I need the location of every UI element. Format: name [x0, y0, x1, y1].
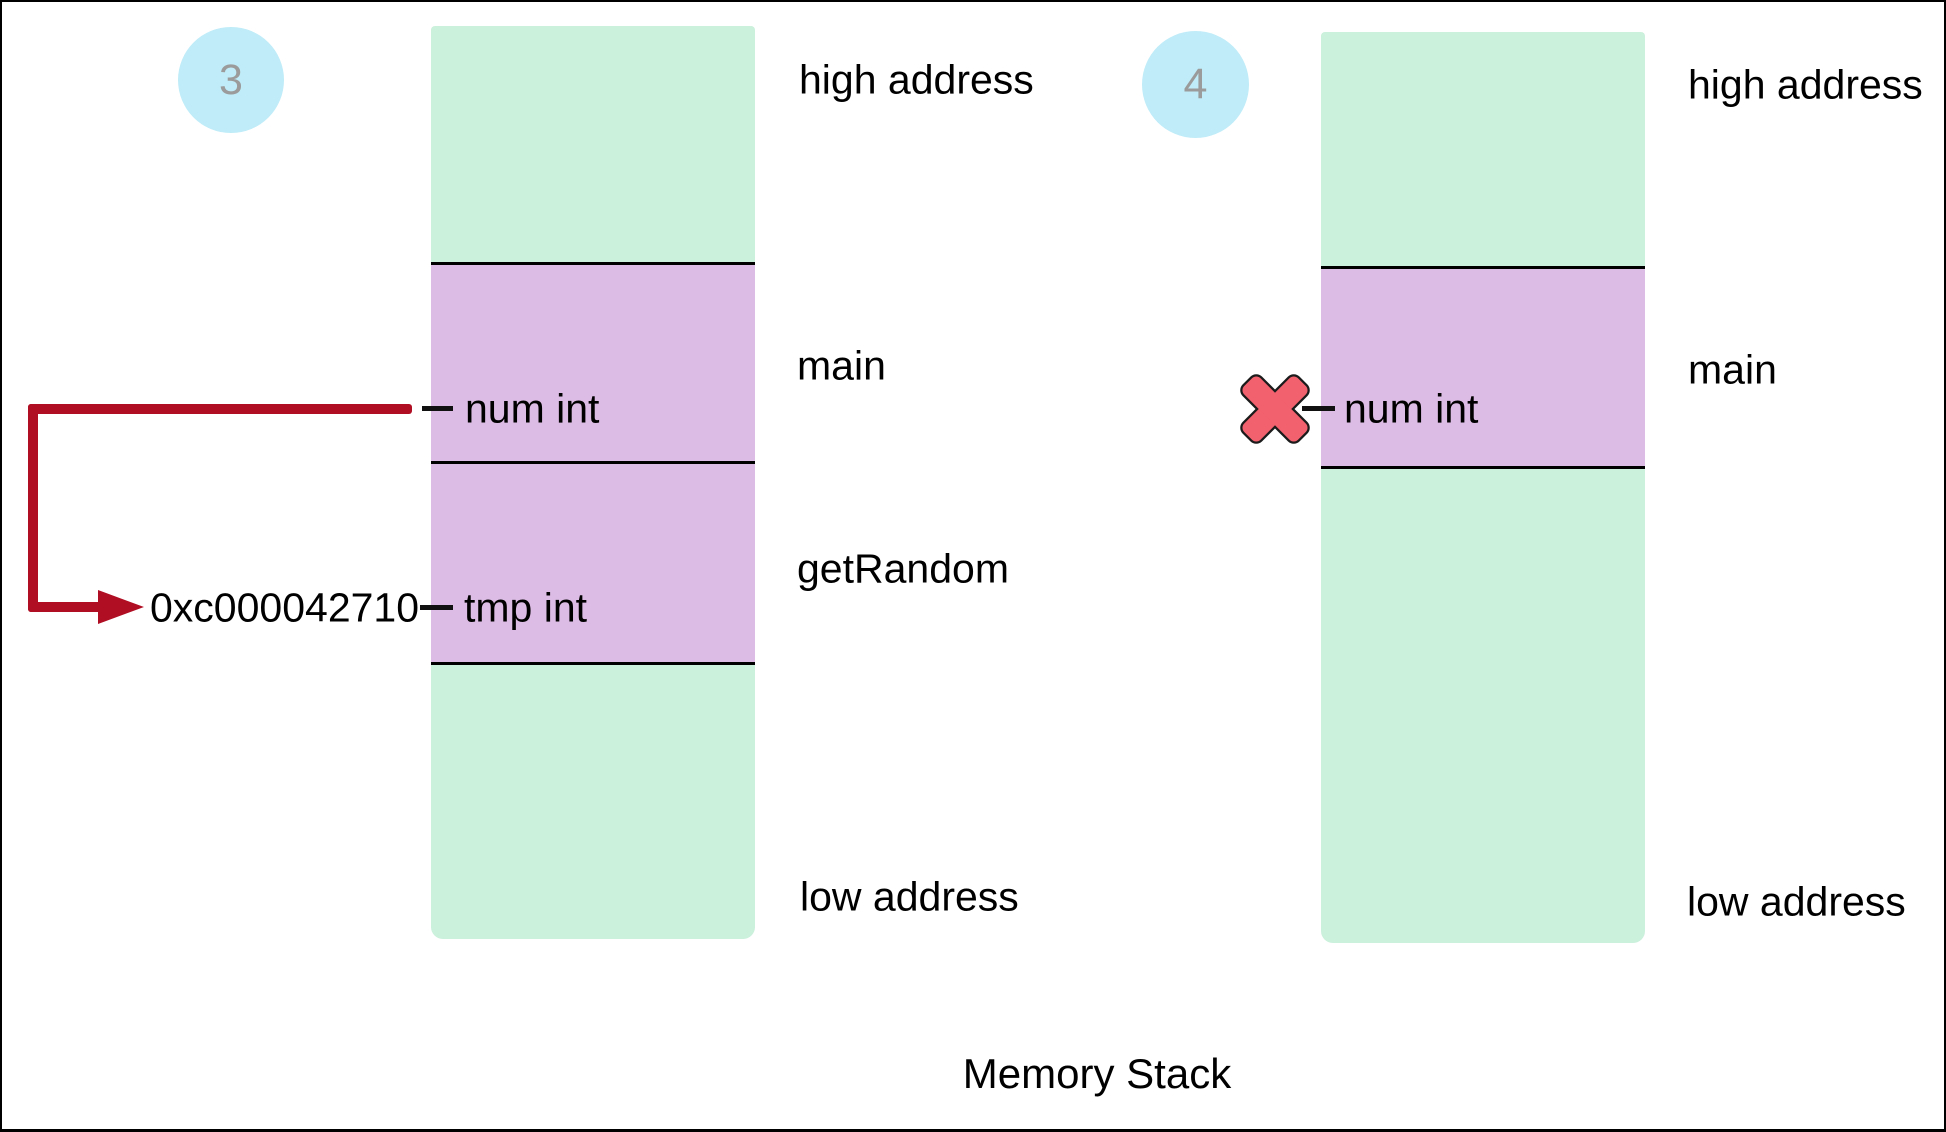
pointer-arrowhead-icon [98, 590, 144, 624]
left-segment-main-frame [431, 265, 755, 461]
stack-column-right [1321, 32, 1645, 943]
pointer-arrow-bottom-segment [28, 602, 102, 612]
tmp-int-tick-left [420, 605, 453, 610]
var-label-tmp-int-left: tmp int [464, 584, 588, 631]
left-segment-getrandom-frame [431, 464, 755, 662]
pointer-arrow-vertical-segment [28, 404, 38, 612]
label-low-address-right: low address [1687, 878, 1906, 925]
left-segment-green-bottom [431, 665, 755, 939]
right-segment-main-frame [1321, 269, 1645, 466]
left-divider-2 [431, 461, 755, 464]
label-high-address-left: high address [799, 56, 1034, 103]
right-segment-green-top [1321, 32, 1645, 266]
label-main-right: main [1688, 346, 1777, 393]
right-divider-1 [1321, 266, 1645, 269]
right-divider-2 [1321, 466, 1645, 469]
cross-mark-icon [1240, 374, 1310, 444]
var-label-num-int-right: num int [1344, 385, 1479, 432]
pointer-arrow-top-segment [28, 404, 412, 414]
right-segment-green-bottom [1321, 469, 1645, 943]
label-high-address-right: high address [1688, 61, 1923, 108]
stack-column-left [431, 26, 755, 939]
step-3-badge: 3 [178, 27, 284, 133]
num-int-tick-left [422, 406, 453, 411]
step-4-badge: 4 [1142, 31, 1249, 138]
left-divider-3 [431, 662, 755, 665]
left-divider-1 [431, 262, 755, 265]
label-low-address-left: low address [800, 873, 1019, 920]
step-3-number: 3 [219, 55, 243, 104]
left-segment-green-top [431, 26, 755, 262]
step-4-number: 4 [1183, 60, 1208, 108]
num-int-tick-right [1302, 406, 1335, 411]
var-label-num-int-left: num int [465, 385, 600, 432]
label-getrandom-left: getRandom [797, 545, 1009, 592]
label-main-left: main [797, 342, 886, 389]
pointer-address: 0xc000042710 [150, 584, 420, 631]
diagram-title: Memory Stack [962, 1050, 1232, 1097]
